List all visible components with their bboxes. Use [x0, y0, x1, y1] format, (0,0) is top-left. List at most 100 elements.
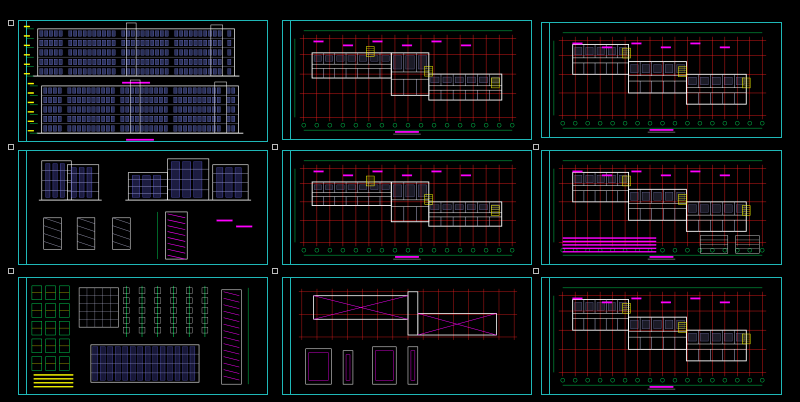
detail-box [342, 350, 354, 385]
room-label [372, 170, 383, 173]
grid-bubble [672, 121, 678, 126]
window [72, 116, 76, 122]
window [115, 346, 121, 381]
note-text [33, 386, 74, 388]
window [182, 161, 191, 198]
window [193, 30, 198, 37]
window [188, 106, 192, 113]
window [106, 125, 110, 132]
sheet-plan-4[interactable] [541, 150, 782, 265]
window [208, 68, 212, 75]
sheet-roof-plan[interactable] [282, 277, 532, 395]
sheet-plan-1[interactable] [282, 20, 532, 140]
furniture-block [665, 319, 674, 329]
room-label [719, 174, 730, 177]
furniture-block [596, 47, 605, 56]
window [150, 30, 154, 37]
level-text [27, 130, 34, 132]
grid-bubble [497, 123, 502, 128]
window [227, 49, 232, 56]
window [203, 40, 207, 46]
detail-node [154, 297, 161, 304]
window [189, 346, 196, 381]
window [54, 40, 58, 46]
grid-bubble [314, 123, 319, 128]
grid-bubble [660, 378, 665, 383]
window [213, 59, 217, 65]
sheet-marker[interactable] [272, 268, 278, 274]
window [217, 106, 221, 113]
stair-flight [77, 241, 95, 248]
sheet-marker[interactable] [272, 144, 278, 150]
window [197, 97, 202, 103]
stair-core [424, 194, 433, 205]
window [234, 167, 242, 198]
window [213, 40, 217, 46]
window [189, 30, 193, 37]
window [231, 125, 235, 132]
sheet-plan-3[interactable] [282, 150, 532, 265]
sheet-elevations[interactable] [18, 20, 268, 142]
grid-bubble [366, 248, 372, 253]
window [135, 49, 140, 56]
sheet-details[interactable] [18, 277, 268, 395]
room-label [372, 40, 383, 43]
window [67, 125, 72, 132]
sheet-sections[interactable] [18, 150, 268, 265]
note-text [562, 244, 657, 246]
furniture-block [630, 64, 639, 73]
roof-ridge [417, 313, 497, 336]
detail-node [123, 317, 130, 324]
sheet-marker[interactable] [8, 268, 14, 274]
window [43, 106, 48, 113]
stair-section [112, 217, 131, 250]
grid-bubble [622, 121, 628, 126]
stair-flight [43, 225, 62, 232]
sheet-marker[interactable] [533, 268, 539, 274]
window [107, 68, 111, 75]
window [73, 68, 77, 75]
sheet-marker[interactable] [8, 20, 14, 26]
window [44, 30, 48, 37]
window [189, 49, 193, 56]
sheet-marker[interactable] [8, 144, 14, 150]
window [77, 106, 81, 113]
window [140, 49, 145, 56]
sheet-plan-2[interactable] [541, 22, 782, 138]
window [173, 97, 178, 103]
detail-drawing [31, 285, 249, 388]
window [39, 68, 44, 75]
window [130, 106, 134, 113]
grid-bubble [722, 121, 727, 126]
window [130, 346, 136, 381]
stair-flight [77, 217, 95, 224]
grid-bubble [560, 121, 565, 126]
window [68, 59, 73, 65]
stair-tower [126, 22, 137, 77]
window [207, 106, 211, 113]
stair-section [43, 217, 62, 250]
furniture-block [585, 47, 594, 56]
stair-flight [43, 241, 62, 248]
window [111, 68, 116, 75]
window [86, 106, 91, 113]
grid-bubble [470, 123, 476, 128]
window [72, 87, 76, 94]
window [179, 68, 183, 75]
sheet-plan-5[interactable] [541, 277, 782, 395]
furniture-block [700, 77, 709, 85]
window [217, 87, 221, 94]
window [164, 125, 168, 132]
window [149, 87, 154, 94]
furniture-block [585, 302, 594, 311]
sheet-marker[interactable] [533, 144, 539, 150]
window [68, 68, 73, 75]
window [130, 125, 134, 132]
detail-node [138, 317, 146, 324]
level-text [27, 92, 34, 94]
furniture-block [393, 55, 402, 70]
window [97, 30, 101, 37]
stair-flight [223, 369, 240, 374]
window [135, 106, 139, 113]
